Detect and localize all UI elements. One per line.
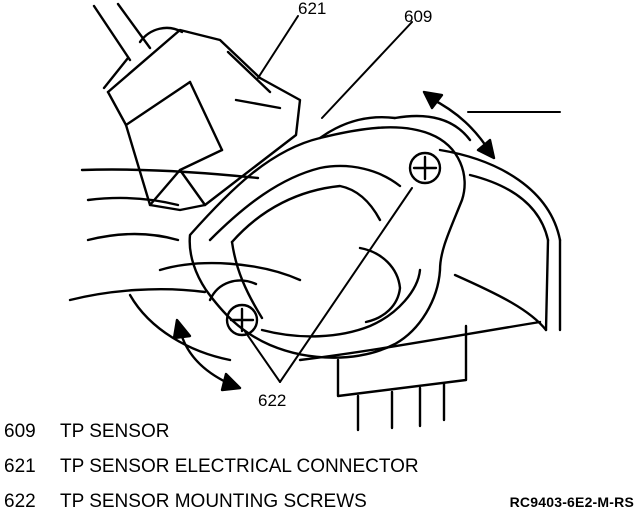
- legend-description: TP SENSOR MOUNTING SCREWS: [60, 491, 367, 512]
- legend-description: TP SENSOR ELECTRICAL CONNECTOR: [60, 456, 419, 477]
- reference-code: RC9403-6E2-M-RS: [509, 494, 634, 510]
- upper-mounting-screw: [408, 151, 442, 185]
- rotation-arrow-lower: [172, 318, 242, 392]
- legend-number: 621: [4, 456, 36, 477]
- callout-622: 622: [258, 391, 286, 410]
- wire-harness: [92, 2, 152, 90]
- rotation-arrow-upper: [422, 90, 496, 160]
- lower-mounting-screw: [208, 279, 259, 337]
- throttle-body-outline: [68, 148, 562, 362]
- legend-description: TP SENSOR: [60, 421, 170, 442]
- lower-harness-connector: [336, 324, 468, 432]
- callout-621: 621: [298, 0, 326, 18]
- legend-number: 622: [4, 491, 36, 512]
- leader-lines: [243, 15, 561, 383]
- tp-sensor-body: [188, 114, 472, 359]
- legend-number: 609: [4, 421, 36, 442]
- callout-609: 609: [404, 7, 432, 26]
- electrical-connector: [106, 26, 302, 212]
